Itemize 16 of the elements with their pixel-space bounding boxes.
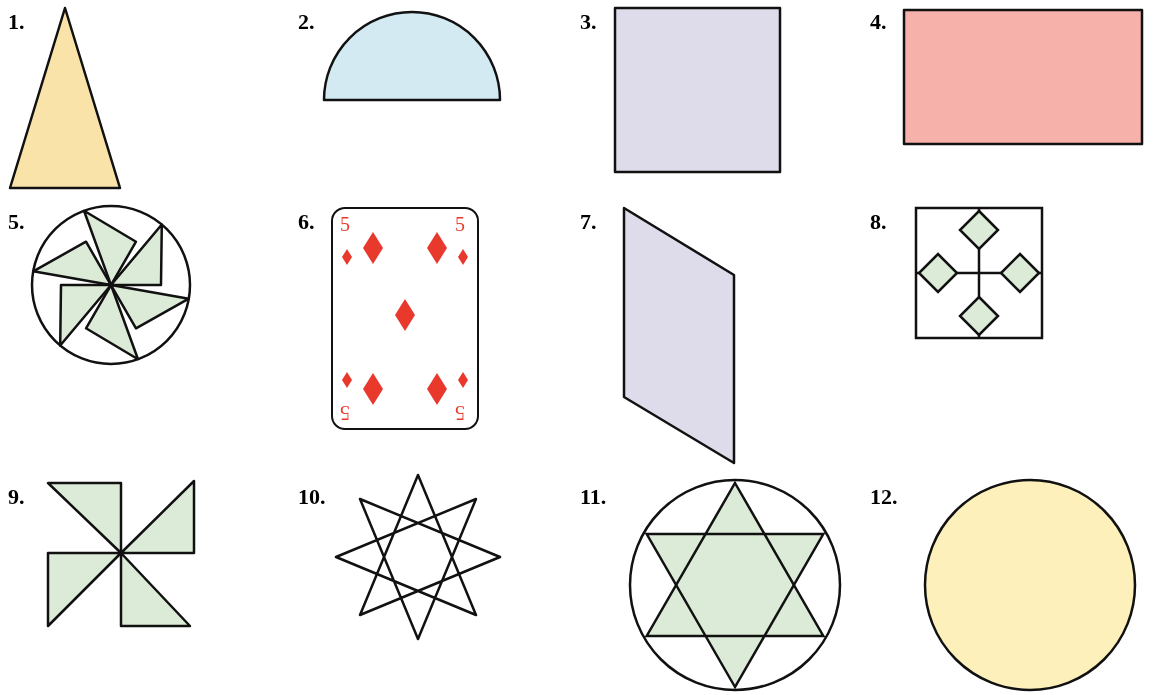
figure-number: 4. — [870, 10, 887, 34]
figure-number: 7. — [580, 210, 597, 234]
figure-number: 2. — [298, 10, 315, 34]
card-rank: 5 — [455, 403, 465, 423]
figure-number: 6. — [298, 210, 315, 234]
figure-number: 8. — [870, 210, 887, 234]
figure-number: 3. — [580, 10, 597, 34]
figure-number: 9. — [8, 485, 25, 509]
figure-number: 5. — [8, 210, 25, 234]
figure-number: 10. — [298, 485, 326, 509]
figure-number: 1. — [8, 10, 25, 34]
figure-number: 12. — [870, 485, 898, 509]
card-rank: 5 — [455, 214, 465, 234]
card-rank: 5 — [340, 214, 350, 234]
card-rank: 5 — [340, 403, 350, 423]
figure-number: 11. — [580, 485, 607, 509]
